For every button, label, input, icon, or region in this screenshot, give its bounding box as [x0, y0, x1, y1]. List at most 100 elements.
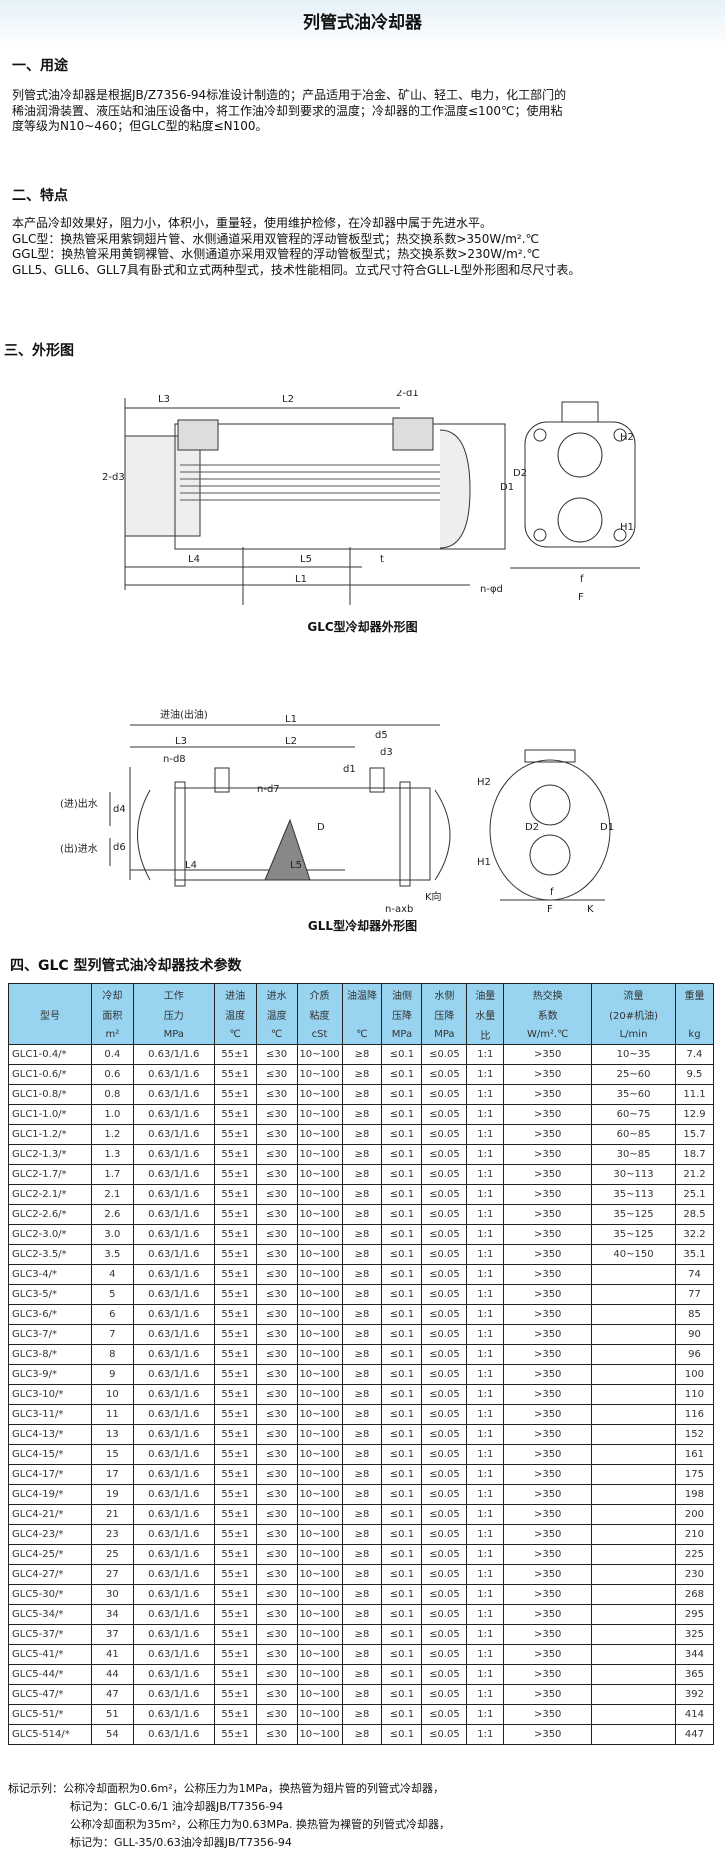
table-cell: 0.63/1/1.6: [132, 1324, 215, 1345]
table-cell: ≥8: [341, 1344, 383, 1365]
table-cell: ≤0.05: [421, 1064, 468, 1085]
table-cell: >350: [503, 1644, 593, 1665]
table-cell: 0.63/1/1.6: [132, 1624, 215, 1645]
column-header: 压降: [421, 1004, 468, 1024]
table-cell: ≥8: [341, 1644, 383, 1665]
features-heading: 二、特点: [12, 188, 68, 204]
table-cell: 23: [90, 1524, 134, 1545]
table-cell: ≤30: [255, 1204, 298, 1225]
note-line: 公称冷却面积为35m²，公称压力为0.63MPa. 换热管为裸管的列管式冷却器，: [70, 1818, 450, 1831]
column-header: [8, 983, 92, 1004]
table-cell: ≤30: [255, 1344, 298, 1365]
table-cell: ≤30: [255, 1724, 298, 1745]
label-d5: d5: [375, 730, 388, 741]
table-cell: ≤0.05: [421, 1264, 468, 1285]
table-cell: ≤0.1: [381, 1624, 423, 1645]
model-cell: GLC4-21/*: [8, 1504, 92, 1525]
table-cell: 55±1: [213, 1464, 257, 1485]
table-cell: ≤0.05: [421, 1304, 468, 1325]
table-cell: >350: [503, 1304, 593, 1325]
table-cell: 60~85: [591, 1124, 676, 1145]
column-header: W/m².℃: [503, 1024, 593, 1045]
table-cell: 55±1: [213, 1644, 257, 1665]
table-cell: [591, 1604, 676, 1625]
table-cell: ≤30: [255, 1624, 298, 1645]
model-cell: GLC4-13/*: [8, 1424, 92, 1445]
table-cell: 116: [674, 1404, 715, 1425]
table-cell: 0.63/1/1.6: [132, 1104, 215, 1125]
table-cell: 0.63/1/1.6: [132, 1684, 215, 1705]
glc-caption: GLC型冷却器外形图: [307, 620, 418, 634]
table-cell: ≤0.1: [381, 1504, 423, 1525]
table-cell: [591, 1424, 676, 1445]
table-cell: ≤30: [255, 1644, 298, 1665]
table-cell: >350: [503, 1724, 593, 1745]
table-cell: 55±1: [213, 1044, 257, 1065]
table-cell: ≤0.05: [421, 1084, 468, 1105]
model-cell: GLC1-0.6/*: [8, 1064, 92, 1085]
table-cell: 30~85: [591, 1144, 676, 1165]
table-cell: 55±1: [213, 1224, 257, 1245]
table-cell: 1:1: [466, 1444, 505, 1465]
table-cell: ≥8: [341, 1664, 383, 1685]
table-cell: 0.63/1/1.6: [132, 1484, 215, 1505]
label-d: D: [317, 822, 325, 833]
usage-line: 度等级为N10~460；但GLC型的粘度≤N100。: [12, 119, 268, 133]
table-cell: 10~100: [296, 1684, 343, 1705]
table-cell: 34: [90, 1604, 134, 1625]
label-l5: L5: [290, 860, 302, 871]
table-cell: ≤0.05: [421, 1604, 468, 1625]
table-cell: 60~75: [591, 1104, 676, 1125]
table-cell: ≥8: [341, 1624, 383, 1645]
model-cell: GLC2-1.7/*: [8, 1164, 92, 1185]
model-cell: GLC2-2.1/*: [8, 1184, 92, 1205]
spec-table: 冷却工作进油进水介质油温降油侧水侧油量热交换流量重量型号面积压力温度温度粘度压降…: [8, 983, 715, 1745]
table-cell: [591, 1644, 676, 1665]
table-cell: 1:1: [466, 1284, 505, 1305]
table-cell: ≤0.05: [421, 1424, 468, 1445]
column-header: 介质: [296, 983, 343, 1004]
table-cell: ≤0.05: [421, 1484, 468, 1505]
table-cell: 55±1: [213, 1164, 257, 1185]
table-cell: ≤30: [255, 1664, 298, 1685]
table-cell: [591, 1684, 676, 1705]
table-cell: [591, 1624, 676, 1645]
table-cell: ≥8: [341, 1064, 383, 1085]
table-cell: ≤0.05: [421, 1544, 468, 1565]
table-cell: 200: [674, 1504, 715, 1525]
label-naxb: n-axb: [385, 904, 413, 915]
table-cell: ≤30: [255, 1424, 298, 1445]
column-header: 油温降: [341, 983, 383, 1004]
table-cell: ≤0.1: [381, 1044, 423, 1065]
column-header: 工作: [132, 983, 215, 1004]
page-title: 列管式油冷却器: [303, 13, 422, 33]
table-cell: ≥8: [341, 1544, 383, 1565]
label-d1: d1: [343, 764, 356, 775]
table-cell: 44: [90, 1664, 134, 1685]
table-cell: 55±1: [213, 1584, 257, 1605]
column-header: 油量: [466, 983, 505, 1004]
table-cell: ≤0.05: [421, 1624, 468, 1645]
table-cell: >350: [503, 1144, 593, 1165]
table-cell: 55±1: [213, 1324, 257, 1345]
table-cell: 55±1: [213, 1444, 257, 1465]
label-f-upper: F: [547, 904, 553, 915]
table-cell: 0.4: [90, 1044, 134, 1065]
table-cell: 10~100: [296, 1424, 343, 1445]
table-cell: 35~125: [591, 1224, 676, 1245]
table-cell: >350: [503, 1224, 593, 1245]
table-cell: ≤0.05: [421, 1504, 468, 1525]
table-cell: 10~100: [296, 1404, 343, 1425]
glc-drawing: L3 L2 2-d1 2-d3 L4 L5 L1 n-φd D1 D2 H1 H…: [102, 390, 640, 605]
table-cell: >350: [503, 1104, 593, 1125]
column-header: 重量: [674, 983, 715, 1004]
